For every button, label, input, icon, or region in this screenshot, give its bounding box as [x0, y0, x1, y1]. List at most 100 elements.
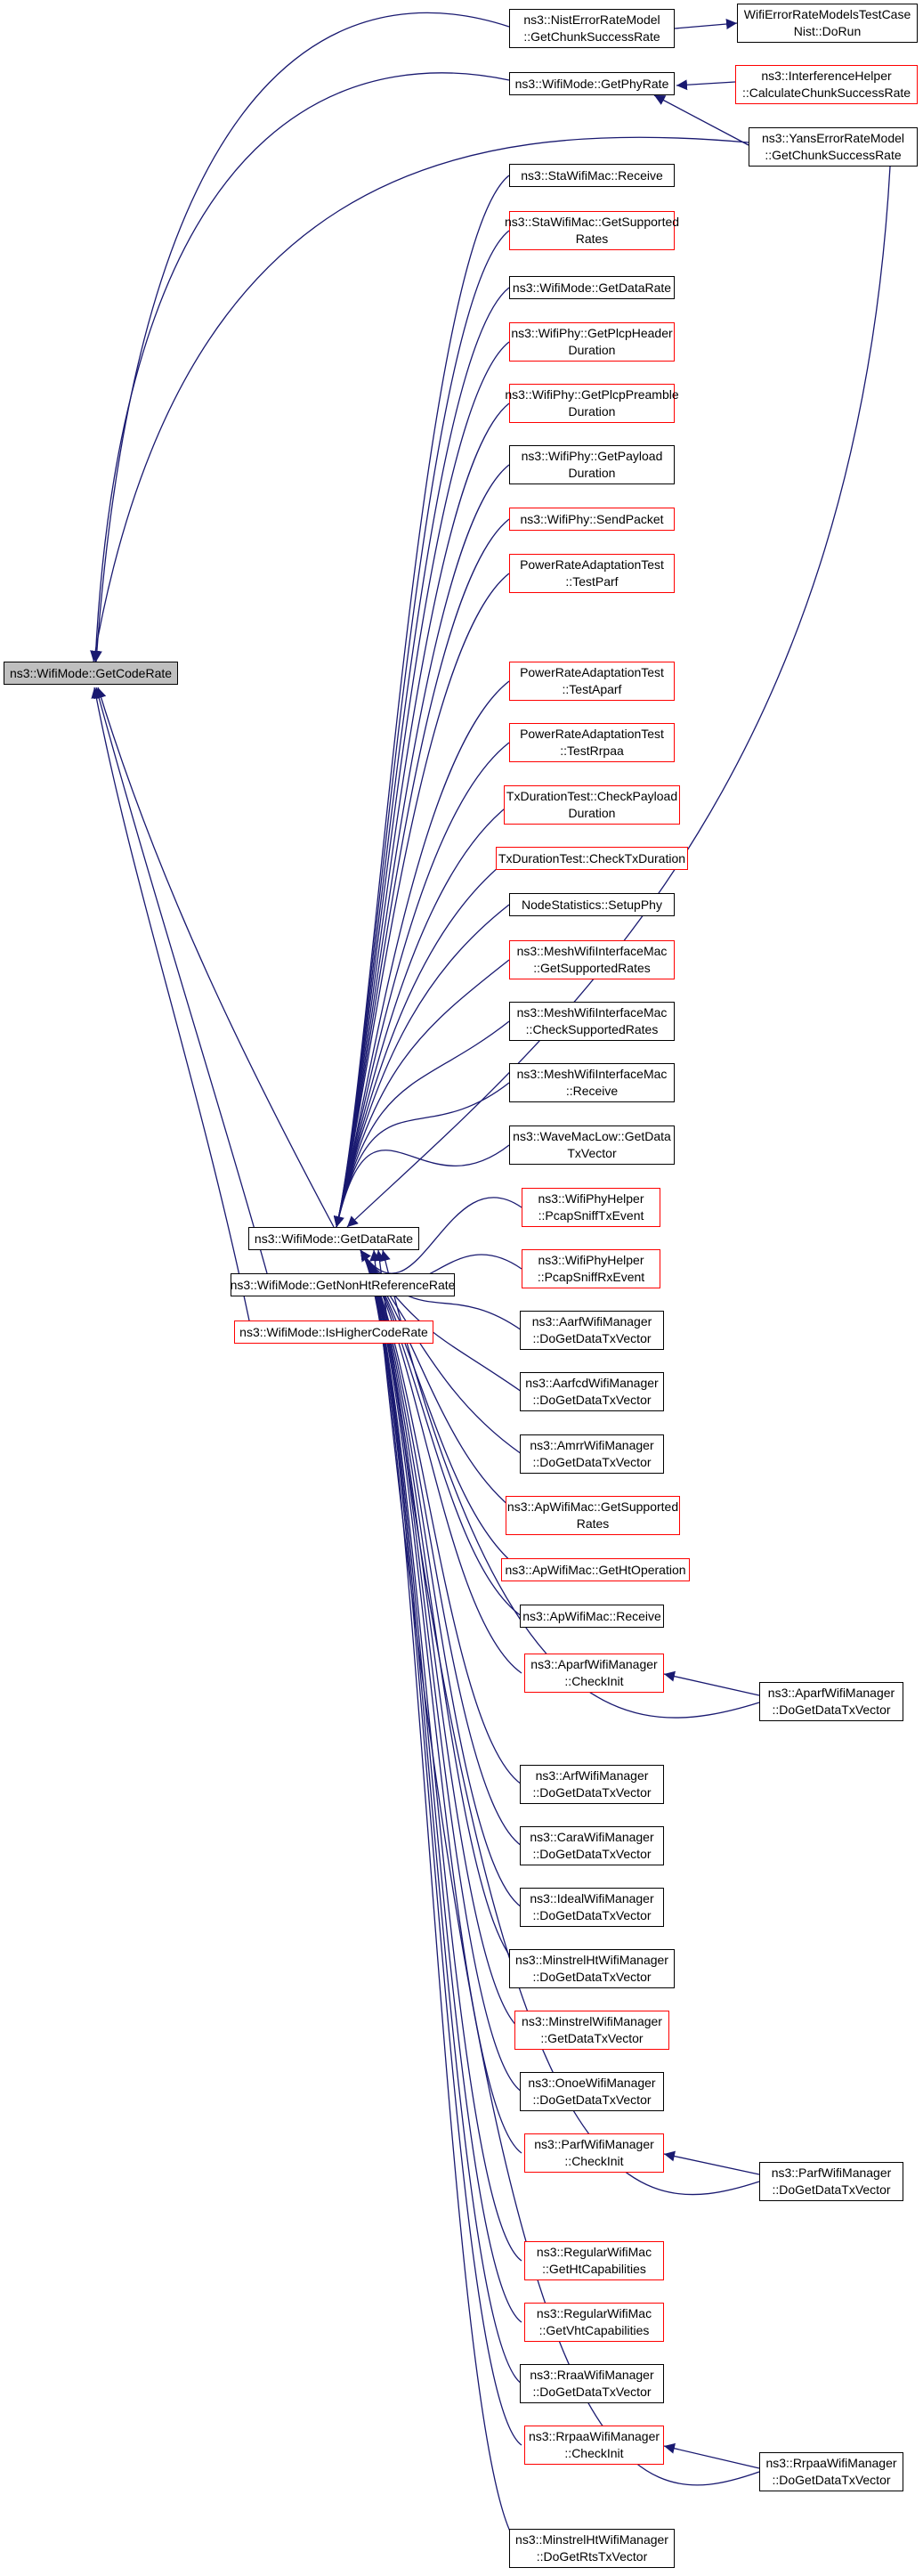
label-arf-1: ns3::ArfWifiManager [535, 1768, 649, 1783]
node-testparf[interactable]: PowerRateAdaptationTest::TestParf [509, 554, 675, 593]
label-setupphy-1: NodeStatistics::SetupPhy [522, 897, 662, 912]
label-checkpayload-1: TxDurationTest::CheckPayload [506, 789, 678, 803]
node-testrrpaa[interactable]: PowerRateAdaptationTest::TestRrpaa [509, 723, 675, 762]
edge-21 [333, 904, 510, 1228]
label-yans-1: ns3::YansErrorRateModel [761, 131, 905, 145]
label-mesh-receive-1: ns3::MeshWifiInterfaceMac [516, 1067, 668, 1081]
edge-40 [360, 1249, 522, 2031]
node-arf[interactable]: ns3::ArfWifiManager::DoGetDataTxVector [520, 1765, 664, 1804]
node-rrpaa-dogetdata[interactable]: ns3::RrpaaWifiManager::DoGetDataTxVector [759, 2452, 903, 2491]
node-cara[interactable]: ns3::CaraWifiManager::DoGetDataTxVector [520, 1826, 664, 1865]
edge-22 [333, 959, 510, 1228]
label-onoe-1: ns3::OnoeWifiManager [528, 2076, 656, 2090]
node-mesh-checksupported[interactable]: ns3::MeshWifiInterfaceMac::CheckSupporte… [509, 1002, 675, 1041]
node-checktxduration[interactable]: TxDurationTest::CheckTxDuration [496, 847, 688, 870]
node-yans-getchunk[interactable]: ns3::YansErrorRateModel::GetChunkSuccess… [749, 127, 918, 167]
node-getnonht[interactable]: ns3::WifiMode::GetNonHtReferenceRate [231, 1273, 455, 1296]
node-mesh-receive[interactable]: ns3::MeshWifiInterfaceMac::Receive [509, 1063, 675, 1102]
label-testaparf-1: PowerRateAdaptationTest [520, 665, 664, 679]
node-parf-dogetdata[interactable]: ns3::ParfWifiManager::DoGetDataTxVector [759, 2162, 903, 2201]
label-regular-vht-1: ns3::RegularWifiMac [536, 2306, 652, 2320]
node-interference-calc[interactable]: ns3::InterferenceHelper::CalculateChunkS… [735, 65, 918, 104]
label-mesh-supported-1: ns3::MeshWifiInterfaceMac [516, 944, 668, 958]
edge-6 [674, 19, 738, 30]
node-ap-receive[interactable]: ns3::ApWifiMac::Receive [520, 1605, 664, 1628]
node-minstrel[interactable]: ns3::MinstrelWifiManager::GetDataTxVecto… [514, 2011, 669, 2050]
node-regular-vht[interactable]: ns3::RegularWifiMac::GetVhtCapabilities [524, 2303, 664, 2342]
label-getdatarate-1: ns3::WifiMode::GetDataRate [254, 1231, 414, 1246]
label-wave-2: TxVector [567, 1146, 617, 1160]
label-nist-2: ::GetChunkSuccessRate [523, 29, 660, 44]
node-rraa[interactable]: ns3::RraaWifiManager::DoGetDataTxVector [520, 2364, 664, 2403]
label-aarfcd-1: ns3::AarfcdWifiManager [525, 1376, 659, 1390]
label-regular-vht-2: ::GetVhtCapabilities [538, 2323, 650, 2337]
node-sendpacket[interactable]: ns3::WifiPhy::SendPacket [509, 508, 675, 531]
label-sta-supported-1: ns3::StaWifiMac::GetSupported [504, 215, 680, 229]
edge-44 [360, 1249, 522, 2323]
label-ap-supported-1: ns3::ApWifiMac::GetSupported [506, 1499, 679, 1514]
label-sendpacket-1: ns3::WifiPhy::SendPacket [520, 511, 664, 526]
label-mesh-supported-2: ::GetSupportedRates [533, 961, 651, 975]
label-getnonht-1: ns3::WifiMode::GetNonHtReferenceRate [230, 1277, 456, 1292]
edge-53 [663, 2442, 760, 2469]
node-getphyrate[interactable]: ns3::WifiMode::GetPhyRate [509, 72, 675, 95]
label-parf-do-1: ns3::ParfWifiManager [771, 2166, 892, 2180]
edge-3 [95, 687, 335, 1228]
node-ideal[interactable]: ns3::IdealWifiManager::DoGetDataTxVector [520, 1888, 664, 1927]
label-aparf-do-2: ::DoGetDataTxVector [772, 1702, 891, 1717]
node-regular-ht[interactable]: ns3::RegularWifiMac::GetHtCapabilities [524, 2241, 664, 2280]
label-aarf-1: ns3::AarfWifiManager [531, 1314, 652, 1329]
label-parf-check-1: ns3::ParfWifiManager [534, 2137, 654, 2151]
node-aparf-checkinit[interactable]: ns3::AparfWifiManager::CheckInit [524, 1654, 664, 1693]
node-ishighercoderate[interactable]: ns3::WifiMode::IsHigherCodeRate [234, 1321, 433, 1344]
edge-18 [333, 742, 510, 1228]
node-aparf-dogetdata[interactable]: ns3::AparfWifiManager::DoGetDataTxVector [759, 1682, 903, 1721]
label-regular-ht-1: ns3::RegularWifiMac [536, 2245, 652, 2259]
label-minstrelht-1: ns3::MinstrelHtWifiManager [515, 1953, 668, 1967]
node-onoe[interactable]: ns3::OnoeWifiManager::DoGetDataTxVector [520, 2072, 664, 2111]
node-setupphy[interactable]: NodeStatistics::SetupPhy [509, 893, 675, 916]
label-rrpaa-check-1: ns3::RrpaaWifiManager [528, 2429, 660, 2443]
node-minstrelht[interactable]: ns3::MinstrelHtWifiManager::DoGetDataTxV… [509, 1949, 675, 1988]
label-checkpayload-2: Duration [568, 806, 616, 820]
node-aarf[interactable]: ns3::AarfWifiManager::DoGetDataTxVector [520, 1311, 664, 1350]
label-cara-2: ::DoGetDataTxVector [532, 1847, 652, 1861]
node-getdatarate[interactable]: ns3::WifiMode::GetDataRate [248, 1227, 419, 1250]
node-parf-checkinit[interactable]: ns3::ParfWifiManager::CheckInit [524, 2133, 664, 2173]
node-aarfcd[interactable]: ns3::AarfcdWifiManager::DoGetDataTxVecto… [520, 1372, 664, 1411]
node-nist-getchunk[interactable]: ns3::NistErrorRateModel::GetChunkSuccess… [509, 9, 675, 48]
label-payload-2: Duration [568, 466, 616, 480]
edge-46 [360, 1249, 522, 2446]
node-getdatarate-top[interactable]: ns3::WifiMode::GetDataRate [509, 276, 675, 299]
node-ap-getht[interactable]: ns3::ApWifiMac::GetHtOperation [501, 1558, 690, 1581]
node-testaparf[interactable]: PowerRateAdaptationTest::TestAparf [509, 662, 675, 701]
node-amrr[interactable]: ns3::AmrrWifiManager::DoGetDataTxVector [520, 1434, 664, 1474]
edge-50 [369, 1249, 760, 2486]
node-sta-receive[interactable]: ns3::StaWifiMac::Receive [509, 164, 675, 187]
node-rrpaa-checkinit[interactable]: ns3::RrpaaWifiManager::CheckInit [524, 2426, 664, 2465]
node-pcapsnifftx[interactable]: ns3::WifiPhyHelper::PcapSniffTxEvent [522, 1188, 660, 1227]
node-mesh-getsupported[interactable]: ns3::MeshWifiInterfaceMac::GetSupportedR… [509, 940, 675, 979]
label-ideal-2: ::DoGetDataTxVector [532, 1908, 652, 1922]
label-arf-2: ::DoGetDataTxVector [532, 1785, 652, 1800]
label-ideal-1: ns3::IdealWifiManager [530, 1891, 654, 1906]
label-ishigher-1: ns3::WifiMode::IsHigherCodeRate [239, 1324, 428, 1339]
label-regular-ht-2: ::GetHtCapabilities [542, 2262, 646, 2276]
label-pcaptx-2: ::PcapSniffTxEvent [538, 1208, 644, 1223]
edge-52 [663, 2150, 760, 2175]
edge-4 [93, 687, 268, 1274]
label-checktxduration-1: TxDurationTest::CheckTxDuration [498, 850, 686, 865]
node-minstrelht-rts[interactable]: ns3::MinstrelHtWifiManager::DoGetRtsTxVe… [509, 2529, 675, 2568]
node-getcoderate[interactable]: ns3::WifiMode::GetCodeRate [4, 662, 178, 685]
label-payload-1: ns3::WifiPhy::GetPayload [521, 449, 663, 463]
node-pcapsniffrx[interactable]: ns3::WifiPhyHelper::PcapSniffRxEvent [522, 1249, 660, 1288]
label-parf-do-2: ::DoGetDataTxVector [772, 2182, 891, 2197]
